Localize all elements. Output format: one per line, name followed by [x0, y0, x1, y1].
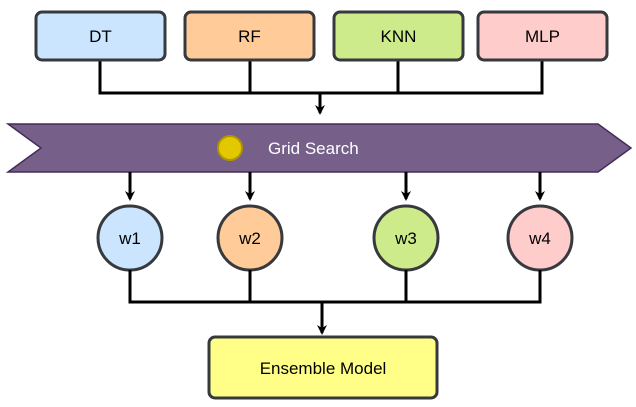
model-box-rf: RF [183, 10, 316, 62]
weight-node-w1: w1 [96, 204, 164, 272]
weight-node-w2: w2 [216, 204, 284, 272]
weight-label-w1: w1 [118, 229, 141, 248]
grid-search-label: Grid Search [268, 139, 359, 158]
grid-search-banner: Grid Search [5, 123, 633, 173]
weight-node-w3: w3 [372, 204, 440, 272]
model-connectors [98, 60, 544, 115]
model-label-rf: RF [238, 27, 261, 46]
model-label-mlp: MLP [525, 27, 560, 46]
model-box-knn: KNN [332, 10, 465, 62]
weight-connectors [125, 172, 545, 201]
ensemble-model-box: Ensemble Model [207, 335, 439, 400]
ensemble-model-label: Ensemble Model [260, 359, 387, 378]
weight-label-w3: w3 [394, 229, 417, 248]
ensemble-connectors [128, 270, 542, 335]
weight-label-w4: w4 [528, 229, 551, 248]
model-box-mlp: MLP [476, 10, 609, 62]
model-box-dt: DT [34, 10, 167, 62]
model-label-knn: KNN [381, 27, 417, 46]
weight-label-w2: w2 [238, 229, 261, 248]
grid-search-indicator-icon [217, 135, 243, 161]
weight-node-w4: w4 [506, 204, 574, 272]
model-label-dt: DT [89, 27, 112, 46]
